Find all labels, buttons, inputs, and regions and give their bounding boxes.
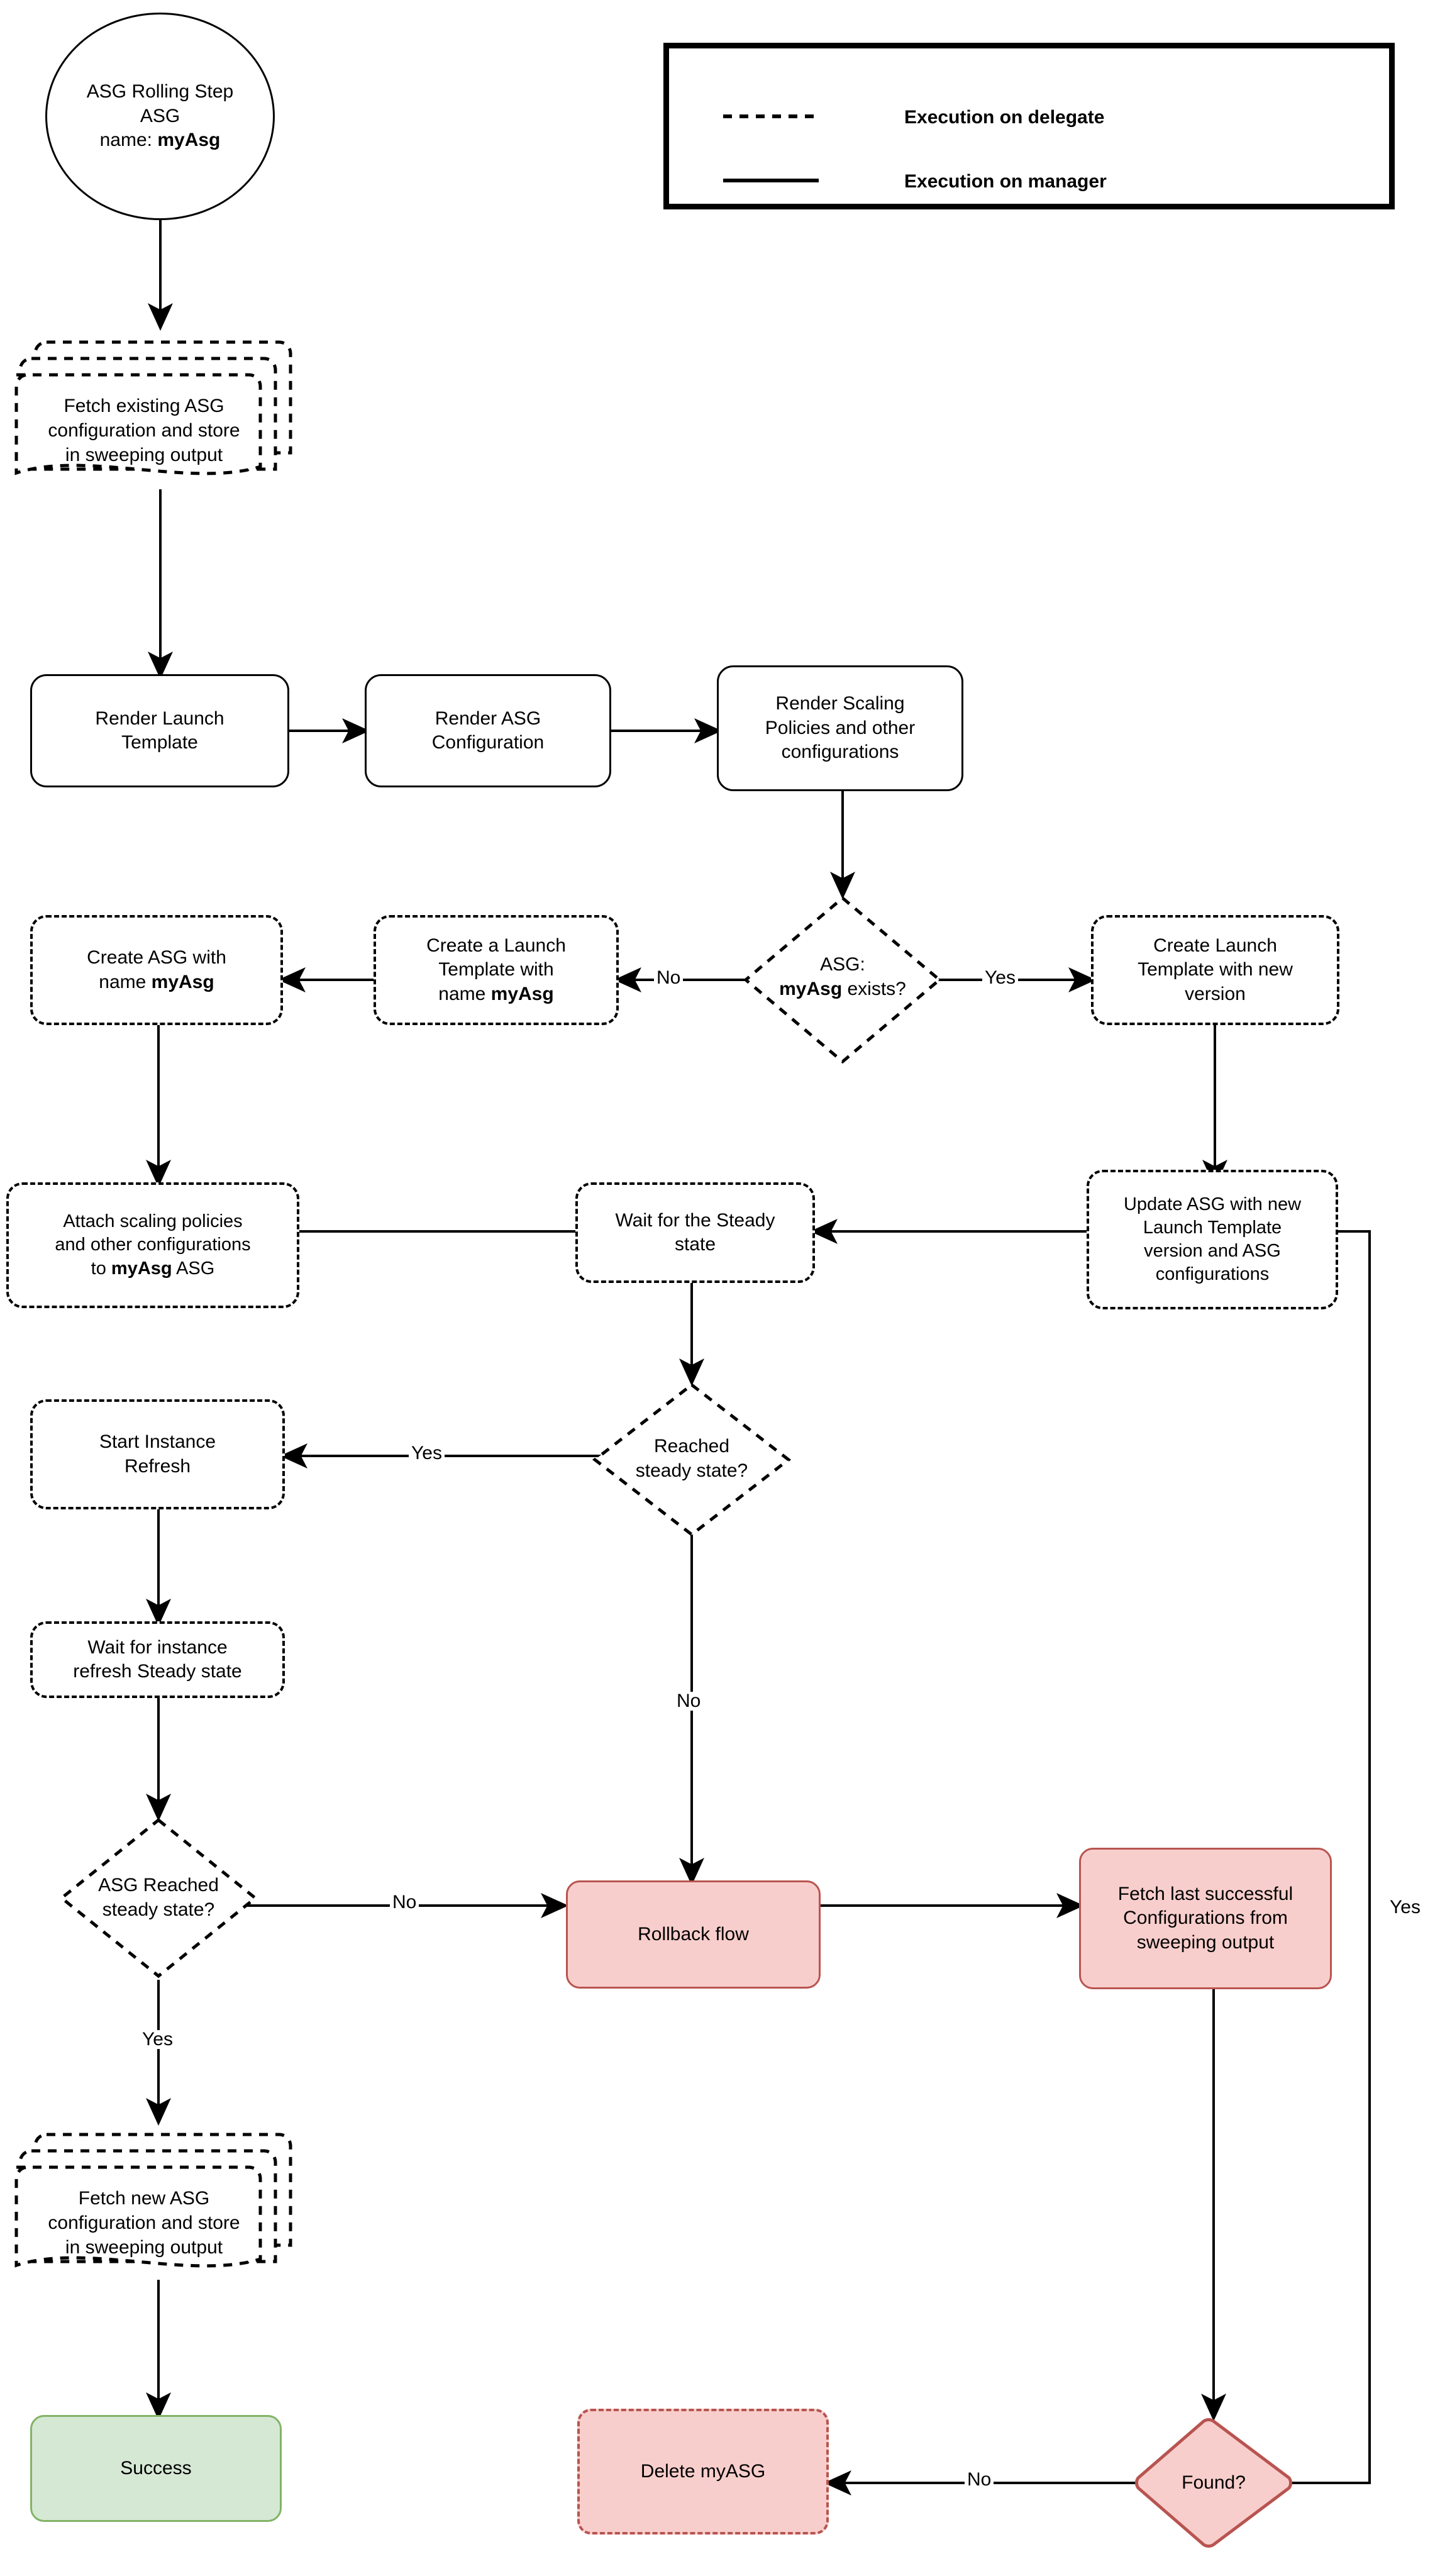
diamond-shape (592, 1382, 792, 1537)
node-wait-instance-refresh-label: Wait for instance refresh Steady state (73, 1636, 242, 1682)
node-asg-exists-decision[interactable]: ASG: myAsg exists? (742, 894, 943, 1065)
node-reached-steady-decision[interactable]: Reached steady state? (591, 1381, 792, 1538)
legend-label-manager: Execution on manager (904, 171, 1107, 192)
node-found-decision[interactable]: Found? (1131, 2416, 1297, 2550)
node-success[interactable]: Success (30, 2415, 282, 2522)
legend-label-delegate: Execution on delegate (904, 107, 1105, 128)
edge-label-found-yes: Yes (1387, 1898, 1423, 1917)
node-start[interactable]: ASG Rolling Step ASG name: myAsg (45, 13, 275, 220)
node-asg-exists-line1: ASG: (820, 954, 865, 975)
node-fetch-last-successful[interactable]: Fetch last successful Configurations fro… (1079, 1848, 1332, 1989)
node-start-instance-refresh[interactable]: Start Instance Refresh (30, 1399, 285, 1509)
multi-document-shape (14, 2133, 292, 2268)
node-start-bold: myAsg (157, 130, 221, 151)
diamond-shape (1135, 2418, 1292, 2548)
node-render-launch-template-label: Render Launch Template (95, 708, 224, 753)
edge-label-reached-steady-no: No (674, 1692, 704, 1711)
edge-label-found-no: No (965, 2470, 994, 2489)
node-render-scaling-policies-label: Render Scaling Policies and other config… (765, 693, 916, 763)
node-asg-exists-bold: myAsg (779, 979, 843, 999)
node-create-launch-template-new-version-label: Create Launch Template with new version (1138, 935, 1293, 1004)
node-start-instance-refresh-label: Start Instance Refresh (99, 1431, 216, 1477)
diamond-shape (743, 896, 942, 1064)
node-found-label: Found? (1182, 2472, 1246, 2493)
diamond-shape (59, 1818, 258, 1979)
node-reached-steady-label: Reached steady state? (635, 1436, 748, 1481)
node-update-asg-label: Update ASG with new Launch Template vers… (1123, 1194, 1302, 1285)
edge-label-asg-exists-no: No (654, 969, 684, 987)
node-wait-steady-state[interactable]: Wait for the Steady state (575, 1182, 815, 1283)
node-wait-instance-refresh[interactable]: Wait for instance refresh Steady state (30, 1621, 285, 1698)
node-render-asg-configuration[interactable]: Render ASG Configuration (365, 674, 611, 787)
node-asg-reached-label: ASG Reached steady state? (98, 1875, 219, 1920)
node-render-launch-template[interactable]: Render Launch Template (30, 674, 289, 787)
node-render-scaling-policies[interactable]: Render Scaling Policies and other config… (717, 665, 963, 791)
node-create-launch-template-new-version[interactable]: Create Launch Template with new version (1091, 915, 1339, 1025)
node-success-label: Success (120, 2457, 192, 2479)
node-delete-myasg-label: Delete myASG (640, 2460, 766, 2482)
node-fetch-last-successful-label: Fetch last successful Configurations fro… (1117, 1883, 1293, 1953)
node-update-asg[interactable]: Update ASG with new Launch Template vers… (1087, 1170, 1338, 1309)
node-wait-steady-state-label: Wait for the Steady state (615, 1209, 775, 1255)
node-asg-exists-line2: exists? (847, 979, 906, 999)
node-start-label: ASG Rolling Step ASG name: (86, 81, 234, 151)
node-delete-myasg[interactable]: Delete myASG (577, 2409, 829, 2534)
edge-label-asg-reached-yes: Yes (140, 2030, 175, 2049)
edge-label-reached-steady-yes: Yes (409, 1444, 445, 1463)
node-asg-reached-decision[interactable]: ASG Reached steady state? (58, 1816, 259, 1980)
node-rollback-flow[interactable]: Rollback flow (566, 1880, 821, 1989)
node-render-asg-configuration-label: Render ASG Configuration (431, 708, 545, 753)
multi-document-shape (14, 340, 292, 475)
node-rollback-flow-label: Rollback flow (638, 1923, 749, 1945)
edge-label-asg-reached-no: No (390, 1893, 419, 1912)
edge-label-asg-exists-yes: Yes (982, 969, 1018, 987)
